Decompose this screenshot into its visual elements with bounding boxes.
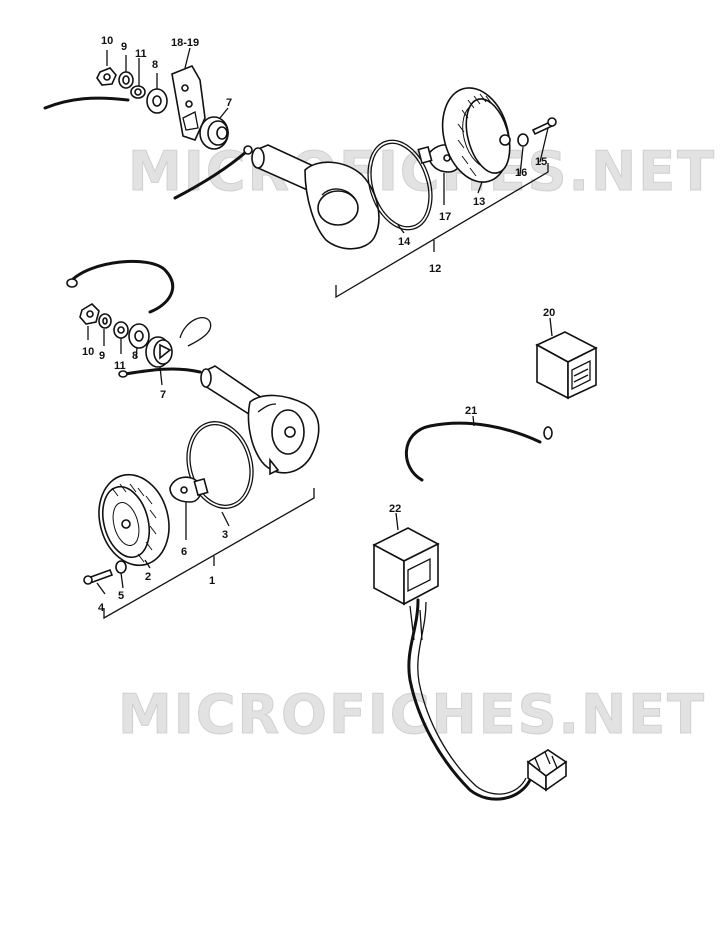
mid-gasket-ring-3 — [186, 421, 254, 509]
mid-washer-8 — [128, 323, 150, 349]
top-bracket-18-19 — [171, 64, 206, 141]
top-lens-13 — [441, 87, 511, 183]
mid-group-bracket-1 — [103, 488, 315, 620]
callout-right-22: 22 — [389, 503, 401, 515]
callout-top-12: 12 — [429, 263, 441, 275]
mid-housing-stem — [200, 365, 320, 476]
watermark-bottom: MICROFICHES.NET — [118, 683, 706, 746]
callout-mid-11: 11 — [114, 360, 126, 372]
top-washer-9 — [118, 71, 134, 89]
top-washer-8 — [146, 88, 168, 114]
callout-left-5: 5 — [118, 590, 124, 602]
callout-top-10: 10 — [101, 35, 113, 47]
callout-mid-10: 10 — [82, 346, 94, 358]
top-stem-wire — [173, 150, 248, 200]
callout-left-3: 3 — [222, 529, 228, 541]
control-unit-22: 22 — [372, 503, 568, 801]
callout-top-18-19: 18-19 — [171, 37, 199, 49]
callout-top-7: 7 — [226, 97, 232, 109]
top-screw-15 — [531, 117, 557, 136]
top-grommet-7 — [199, 116, 229, 150]
callout-right-21: 21 — [465, 405, 477, 417]
top-washer-16 — [517, 133, 529, 147]
mid-grommet-7 — [145, 336, 173, 368]
mid-wire-small-loop — [179, 317, 212, 347]
harness-connector — [526, 749, 568, 792]
lower-turn-signal-assembly: 10 9 11 8 7 6 3 2 1 4 5 — [66, 259, 320, 620]
callout-top-9: 9 — [121, 41, 127, 53]
top-nut-10 — [96, 67, 117, 86]
callout-left-4: 4 — [98, 602, 105, 614]
callout-top-13: 13 — [473, 196, 485, 208]
callout-left-6: 6 — [181, 546, 187, 558]
callout-mid-7: 7 — [160, 389, 166, 401]
top-terminal-11 — [130, 85, 146, 99]
mid-washer-9 — [98, 313, 112, 329]
top-gasket-ring-14 — [367, 139, 433, 231]
top-wire-left — [43, 96, 130, 110]
callout-top-14: 14 — [398, 236, 411, 248]
top-group-bracket-12 — [335, 163, 549, 299]
callout-mid-9: 9 — [99, 350, 105, 362]
callout-left-1: 1 — [209, 575, 215, 587]
mid-washer-5 — [115, 560, 127, 574]
callout-mid-8: 8 — [132, 350, 138, 362]
mid-terminal-11 — [113, 321, 129, 339]
mid-nut-10 — [79, 302, 100, 325]
callout-top-8: 8 — [152, 59, 158, 71]
callout-top-15: 15 — [535, 156, 547, 168]
flasher-relay-20: 20 — [535, 307, 598, 400]
callout-right-20: 20 — [543, 307, 555, 319]
callout-top-11: 11 — [135, 48, 147, 60]
mid-bulb-6 — [169, 476, 209, 503]
top-turn-signal-assembly: 10 9 11 8 18-19 7 17 13 16 15 14 12 — [43, 35, 557, 299]
mid-wire-loop — [68, 259, 175, 314]
mid-screw-4 — [83, 568, 114, 585]
callout-top-17: 17 — [439, 211, 451, 223]
mid-lead-wire — [123, 367, 202, 376]
callout-top-16: 16 — [515, 167, 527, 179]
wire-lead-21: 21 — [405, 405, 553, 482]
top-housing-stem — [251, 144, 380, 250]
mid-lens-2 — [98, 473, 170, 567]
callout-left-2: 2 — [145, 571, 151, 583]
